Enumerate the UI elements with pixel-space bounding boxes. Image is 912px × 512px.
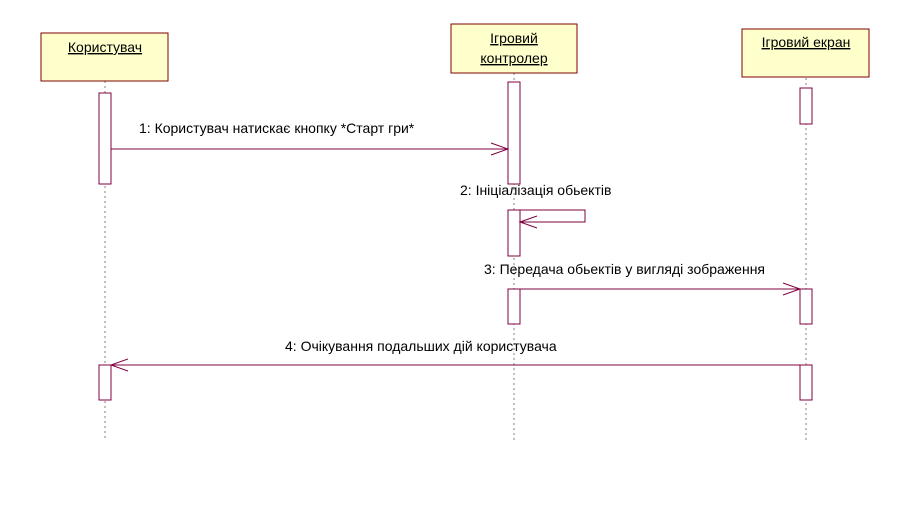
message-2[interactable]: 2: Ініціалізація обьектів (460, 182, 611, 229)
message-4-arrowhead (109, 358, 129, 372)
message-4-label: 4: Очікування подальших дій користувача (285, 338, 557, 354)
activation-controller-2 (507, 209, 521, 257)
activation-user-1 (98, 92, 112, 185)
message-1-label: 1: Користувач натискає кнопку *Старт гри… (139, 120, 415, 136)
message-3-label: 3: Передача обьектів у вигляді зображенн… (484, 261, 765, 277)
message-3[interactable]: 3: Передача обьектів у вигляді зображенн… (484, 261, 802, 296)
message-2-line (520, 209, 586, 223)
actor-screen-box (741, 28, 870, 78)
activation-screen-1 (799, 87, 813, 125)
actor-controller-label-line2: контролер (480, 50, 547, 66)
activation-screen-3 (799, 364, 813, 401)
actor-user[interactable]: Користувач (40, 32, 169, 82)
activation-user-2 (98, 364, 112, 401)
actor-controller-box (450, 23, 578, 74)
actor-user-box (40, 32, 169, 82)
message-2-label: 2: Ініціалізація обьектів (460, 182, 611, 198)
message-1[interactable]: 1: Користувач натискає кнопку *Старт гри… (111, 120, 510, 156)
activation-screen-2 (799, 288, 813, 325)
message-2-arrowhead (518, 215, 538, 229)
actor-controller-label-line1: Ігровий (490, 30, 538, 46)
actor-screen[interactable]: Ігровий екран (741, 28, 870, 78)
actor-user-label: Користувач (68, 39, 142, 55)
actor-controller[interactable]: Ігровий контролер (450, 23, 578, 74)
activation-controller-3 (507, 288, 521, 325)
message-4[interactable]: 4: Очікування подальших дій користувача (109, 338, 800, 372)
actor-screen-label: Ігровий екран (762, 34, 851, 50)
message-1-arrowhead (490, 142, 510, 156)
message-3-arrowhead (782, 282, 802, 296)
activation-controller-1 (507, 81, 521, 185)
